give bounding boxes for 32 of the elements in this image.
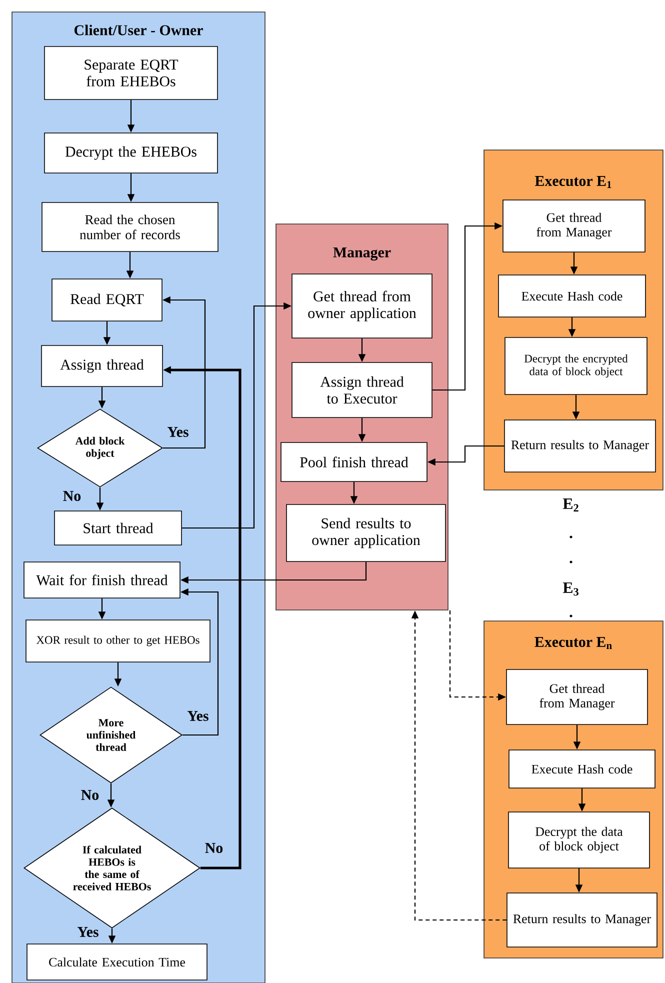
process-box: Wait for finish thread <box>24 562 180 598</box>
process-box: Assign thread <box>41 345 163 387</box>
process-box: Read EQRT <box>52 278 162 322</box>
executor-label: . <box>570 536 572 538</box>
process-box: XOR result to other to get HEBOs <box>26 620 210 662</box>
process-box: Get thread from Manager <box>506 669 648 725</box>
process-box: Get thread from owner application <box>292 274 432 338</box>
process-box: Pool finish thread <box>280 442 428 482</box>
process-box: Return results to Manager <box>506 892 658 948</box>
process-box: Start thread <box>54 510 182 546</box>
edge-label: No <box>63 491 81 501</box>
process-box: Assign thread to Executor <box>292 362 432 418</box>
executor-label: . <box>570 560 572 564</box>
process-box: Separate EQRT from EHEBOs <box>44 46 218 100</box>
executor-label: . <box>570 614 572 618</box>
edge-label: Yes <box>77 927 98 937</box>
process-box: Get thread from Manager <box>502 200 646 252</box>
process-box: Execute Hash code <box>508 750 656 788</box>
process-box: Send results to owner application <box>286 504 446 562</box>
process-box: Execute Hash code <box>498 274 646 318</box>
process-box: Decrypt the EHEBOs <box>44 132 218 174</box>
process-box: Decrypt the data of block object <box>508 812 650 868</box>
edge-label: No <box>205 843 223 853</box>
process-box: Read the chosen number of records <box>42 202 218 252</box>
process-box: Return results to Manager <box>504 420 656 472</box>
executor-label: E$_{3}$ <box>562 582 578 596</box>
process-box: Calculate Execution Time <box>26 944 208 980</box>
edge-label: Yes <box>187 711 208 721</box>
edge-label: No <box>81 790 99 800</box>
executor-label: E$_{2}$ <box>562 498 578 512</box>
process-box: Decrypt the encrypted data of block object <box>504 337 648 395</box>
edge-label: Yes <box>167 427 188 437</box>
